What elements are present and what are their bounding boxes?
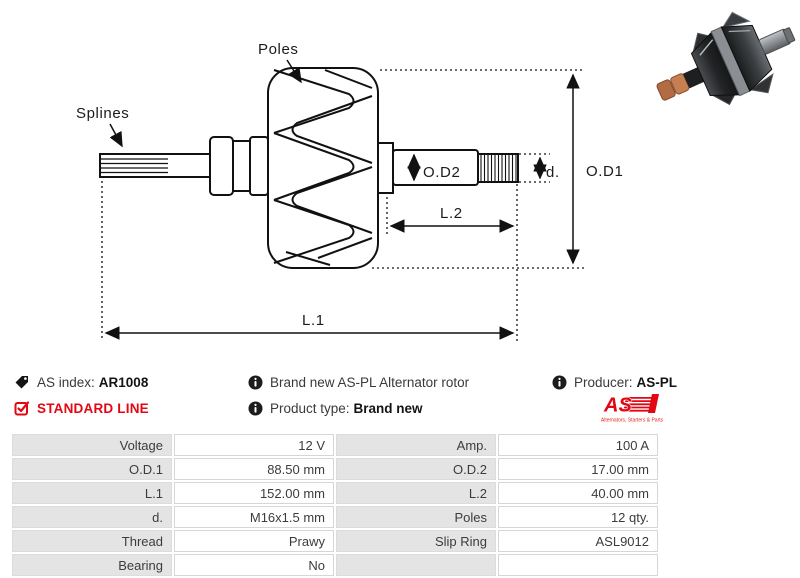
as-index-value: AR1008 xyxy=(98,374,149,390)
splined-shaft xyxy=(99,153,211,178)
logo-stripes xyxy=(623,397,658,412)
table-row: Bearing No xyxy=(12,554,658,576)
description-row: Brand new AS-PL Alternator rotor xyxy=(248,373,469,391)
spec-value: ASL9012 xyxy=(498,530,658,552)
standard-line-row: STANDARD LINE xyxy=(14,399,149,417)
dim-od1: O.D1 xyxy=(372,69,623,269)
spec-label: L.1 xyxy=(12,482,172,504)
shaft-collars xyxy=(209,136,269,196)
standard-line-badge: STANDARD LINE xyxy=(37,400,149,416)
right-shaft xyxy=(377,142,519,194)
spec-value: M16x1.5 mm xyxy=(174,506,334,528)
spec-value: 17.00 mm xyxy=(498,458,658,480)
table-row: Thread Prawy Slip Ring ASL9012 xyxy=(12,530,658,552)
table-row: L.1 152.00 mm L.2 40.00 mm xyxy=(12,482,658,504)
spec-label xyxy=(336,554,496,576)
d-label: d. xyxy=(546,164,560,181)
producer-label: Producer: xyxy=(574,374,633,390)
spec-label: O.D.2 xyxy=(336,458,496,480)
od2-label: O.D2 xyxy=(423,164,460,181)
od1-label: O.D1 xyxy=(586,163,623,180)
info-icon xyxy=(552,375,567,389)
info-icon xyxy=(248,401,263,415)
spec-value: 88.50 mm xyxy=(174,458,334,480)
rotor-technical-drawing: O.D2 d. O.D1 L.2 L.1 Poles Splines xyxy=(76,41,623,341)
spec-label: Voltage xyxy=(12,434,172,456)
spec-label: d. xyxy=(12,506,172,528)
spec-value: 12 V xyxy=(174,434,334,456)
logo-text: AS xyxy=(603,395,632,417)
as-index-row: AS index: AR1008 xyxy=(14,373,148,391)
spec-label: O.D.1 xyxy=(12,458,172,480)
spec-label: Bearing xyxy=(12,554,172,576)
l1-label: L.1 xyxy=(302,312,325,329)
spec-value xyxy=(498,554,658,576)
callout-poles: Poles xyxy=(258,41,302,84)
spec-table: Voltage 12 V Amp. 100 A O.D.1 88.50 mm O… xyxy=(10,432,660,578)
as-pl-logo: AS Alternators, Starters & Parts xyxy=(601,394,664,424)
rotor-body xyxy=(267,67,379,269)
as-index-label: AS index: xyxy=(37,374,95,390)
rotor-product-photo xyxy=(656,11,796,106)
product-type-value: Brand new xyxy=(353,400,423,416)
tag-icon xyxy=(15,376,28,389)
description-text: Brand new AS-PL Alternator rotor xyxy=(270,374,470,390)
spec-value: Prawy xyxy=(174,530,334,552)
dim-od2: O.D2 xyxy=(407,153,460,182)
spec-value: 12 qty. xyxy=(498,506,658,528)
logo-caption: Alternators, Starters & Parts xyxy=(601,418,664,424)
checkbox-checked-icon xyxy=(14,401,30,416)
dim-l2: L.2 xyxy=(386,184,518,341)
spec-label: Slip Ring xyxy=(336,530,496,552)
spec-value: 40.00 mm xyxy=(498,482,658,504)
spec-value: 152.00 mm xyxy=(174,482,334,504)
callout-splines: Splines xyxy=(76,105,129,148)
product-type-row: Product type: Brand new xyxy=(248,399,423,417)
thread-hatching xyxy=(480,154,517,182)
dim-d: d. xyxy=(519,153,560,183)
l2-label: L.2 xyxy=(440,205,463,222)
slip-rings xyxy=(656,73,690,101)
spec-label: Thread xyxy=(12,530,172,552)
product-type-label: Product type: xyxy=(270,400,350,416)
spec-value: No xyxy=(174,554,334,576)
spec-label: L.2 xyxy=(336,482,496,504)
spec-value: 100 A xyxy=(498,434,658,456)
table-row: O.D.1 88.50 mm O.D.2 17.00 mm xyxy=(12,458,658,480)
dim-l1: L.1 xyxy=(101,181,515,341)
poles-label: Poles xyxy=(258,41,299,58)
producer-row: Producer: AS-PL xyxy=(552,373,677,391)
spec-label: Poles xyxy=(336,506,496,528)
producer-value: AS-PL xyxy=(636,374,678,390)
table-row: Voltage 12 V Amp. 100 A xyxy=(12,434,658,456)
info-icon xyxy=(248,375,263,389)
spec-label: Amp. xyxy=(336,434,496,456)
table-row: d. M16x1.5 mm Poles 12 qty. xyxy=(12,506,658,528)
splines-label: Splines xyxy=(76,105,129,122)
